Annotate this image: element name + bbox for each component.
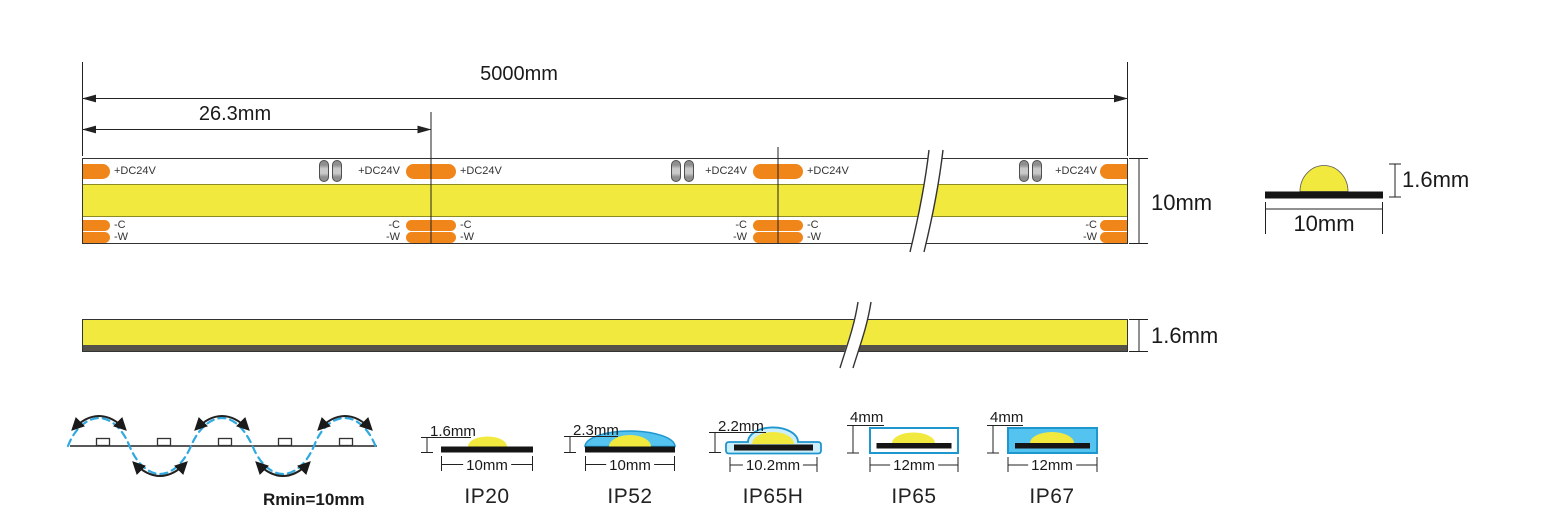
ip65h-width-label: 10.2mm <box>742 457 804 475</box>
ip65-width-label: 12mm <box>890 457 938 475</box>
resistor-component <box>1019 160 1029 182</box>
ip65-name: IP65 <box>891 485 937 508</box>
strip-cob-phosphor-band <box>83 184 1127 217</box>
ip52-height-label: 2.3mm <box>573 422 619 439</box>
dim-cut-segment-label: 26.3mm <box>198 103 272 125</box>
pad-label-negative-warm: -W <box>460 231 475 243</box>
dim-strip-width-label: 10mm <box>1151 190 1213 215</box>
ip65h-height-label: 2.2mm <box>718 418 764 435</box>
cross-section-width-label: 10mm <box>1293 211 1355 236</box>
pad-label-negative-cool: -C <box>1085 219 1097 231</box>
solder-pad-negative-warm <box>406 231 456 243</box>
pad-label-negative-cool: -C <box>460 219 472 231</box>
solder-pad-negative-warm <box>83 231 110 243</box>
pad-label-positive: +DC24V <box>705 165 747 177</box>
pad-label-negative-warm: -W <box>1082 231 1097 243</box>
pad-label-negative-cool: -C <box>735 219 747 231</box>
solder-pad-negative-cool <box>406 219 456 231</box>
pad-label-negative-warm: -W <box>732 231 747 243</box>
pad-label-positive: +DC24V <box>807 165 849 177</box>
pad-label-positive: +DC24V <box>1055 165 1097 177</box>
ip52-width-label: 10mm <box>606 457 654 475</box>
ip67-height-label: 4mm <box>990 409 1024 426</box>
ip65-height-label: 4mm <box>850 409 884 426</box>
pad-label-positive: +DC24V <box>114 165 156 177</box>
solder-pad-positive <box>83 164 110 179</box>
pad-label-positive: +DC24V <box>460 165 502 177</box>
bend-wave <box>66 416 377 476</box>
strip-side-view <box>82 319 1128 352</box>
solder-pad-negative-cool <box>1100 219 1127 231</box>
ip67-width-label: 12mm <box>1028 457 1076 475</box>
bend-radius-label: Rmin=10mm <box>263 490 365 509</box>
pad-label-positive: +DC24V <box>358 165 400 177</box>
pad-label-negative-warm: -W <box>385 231 400 243</box>
dim-strip-thickness-bracket <box>1129 319 1148 352</box>
resistor-component <box>319 160 329 182</box>
solder-pad-positive <box>1100 164 1127 179</box>
ip20-name: IP20 <box>464 485 510 508</box>
solder-pad-negative-warm <box>753 231 803 243</box>
solder-pad-negative-warm <box>1100 231 1127 243</box>
solder-pad-positive <box>406 163 456 179</box>
resistor-component <box>1032 160 1042 182</box>
pad-label-negative-cool: -C <box>388 219 400 231</box>
bend-diagram <box>66 415 377 477</box>
dim-cut-segment <box>82 125 432 134</box>
dim-strip-width-bracket <box>1129 158 1148 244</box>
pad-label-negative-cool: -C <box>807 219 819 231</box>
solder-pad-negative-cool <box>753 219 803 231</box>
solder-pad-positive <box>753 163 803 179</box>
dim-total-length-label: 5000mm <box>480 63 558 85</box>
ip65h-name: IP65H <box>742 485 804 508</box>
pad-label-negative-warm: -W <box>114 231 129 243</box>
ip20-width-label: 10mm <box>463 457 511 475</box>
resistor-component <box>332 160 342 182</box>
dim-strip-thickness-label: 1.6mm <box>1151 323 1219 348</box>
ip20-height-label: 1.6mm <box>430 423 476 440</box>
pad-label-negative-warm: -W <box>807 231 822 243</box>
cross-section-height-label: 1.6mm <box>1402 167 1470 192</box>
ip67-name: IP67 <box>1029 485 1075 508</box>
pad-label-negative-cool: -C <box>114 219 126 231</box>
ip52-name: IP52 <box>607 485 653 508</box>
solder-pad-negative-cool <box>83 219 110 231</box>
